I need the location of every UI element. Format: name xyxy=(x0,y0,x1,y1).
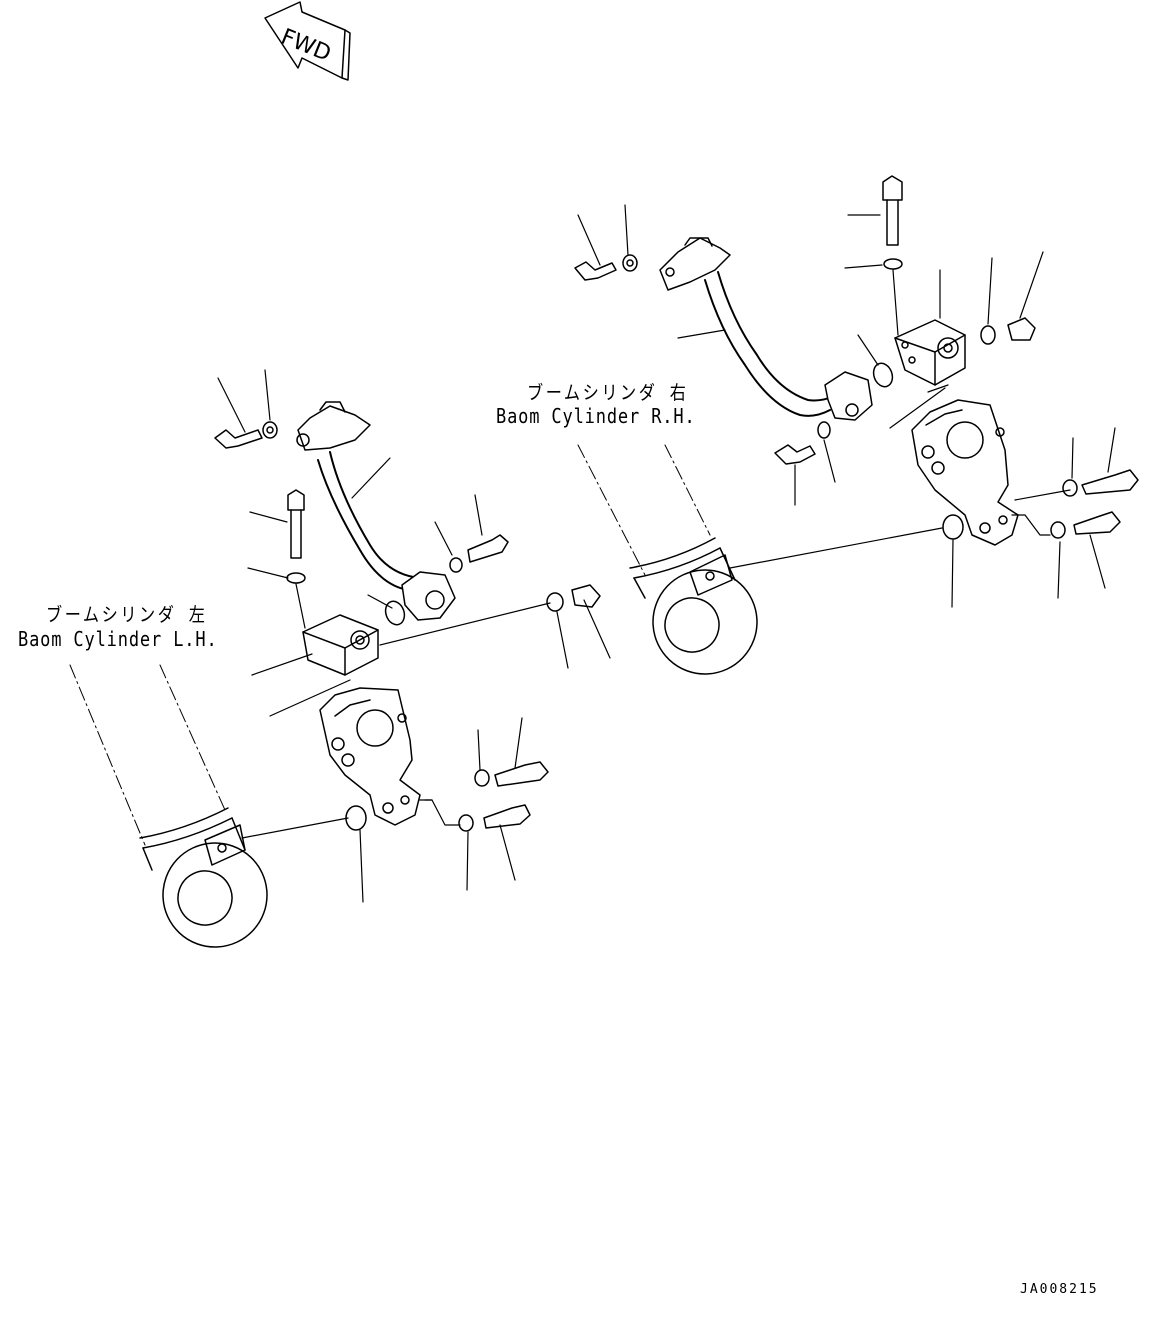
right-pipe-block xyxy=(895,320,965,385)
right-bolt-top xyxy=(575,255,637,280)
left-check-valve xyxy=(320,688,420,825)
left-boom-cylinder xyxy=(70,665,284,964)
right-valve-bolts xyxy=(943,470,1138,539)
left-leader-lines xyxy=(218,370,610,902)
right-pipe xyxy=(660,238,872,420)
right-boom-cylinder xyxy=(578,445,774,691)
right-long-bolt xyxy=(883,176,902,269)
right-cylinder-label-en: Baom Cylinder R.H. xyxy=(496,404,696,428)
left-pipe-block xyxy=(303,615,378,675)
right-bolt-mid xyxy=(775,422,830,464)
right-oring-block xyxy=(870,361,895,390)
right-seal-ring xyxy=(981,318,1035,344)
right-leader-lines xyxy=(578,205,1115,607)
left-plug xyxy=(547,585,600,611)
left-pipe xyxy=(297,402,455,620)
left-oring-block xyxy=(382,599,407,628)
left-bolt-top xyxy=(215,422,277,448)
right-check-valve xyxy=(912,400,1018,545)
fwd-arrow-icon: FWD xyxy=(265,2,350,80)
left-long-bolt xyxy=(287,490,305,583)
left-cylinder-label-jp: ブームシリンダ 左 xyxy=(46,604,208,626)
left-valve-bolts xyxy=(346,762,548,831)
drawing-code: JA008215 xyxy=(1020,1282,1099,1297)
left-bolt-mid xyxy=(450,535,508,572)
right-cylinder-label-jp: ブームシリンダ 右 xyxy=(527,382,689,404)
left-cylinder-label-en: Baom Cylinder L.H. xyxy=(18,627,218,651)
